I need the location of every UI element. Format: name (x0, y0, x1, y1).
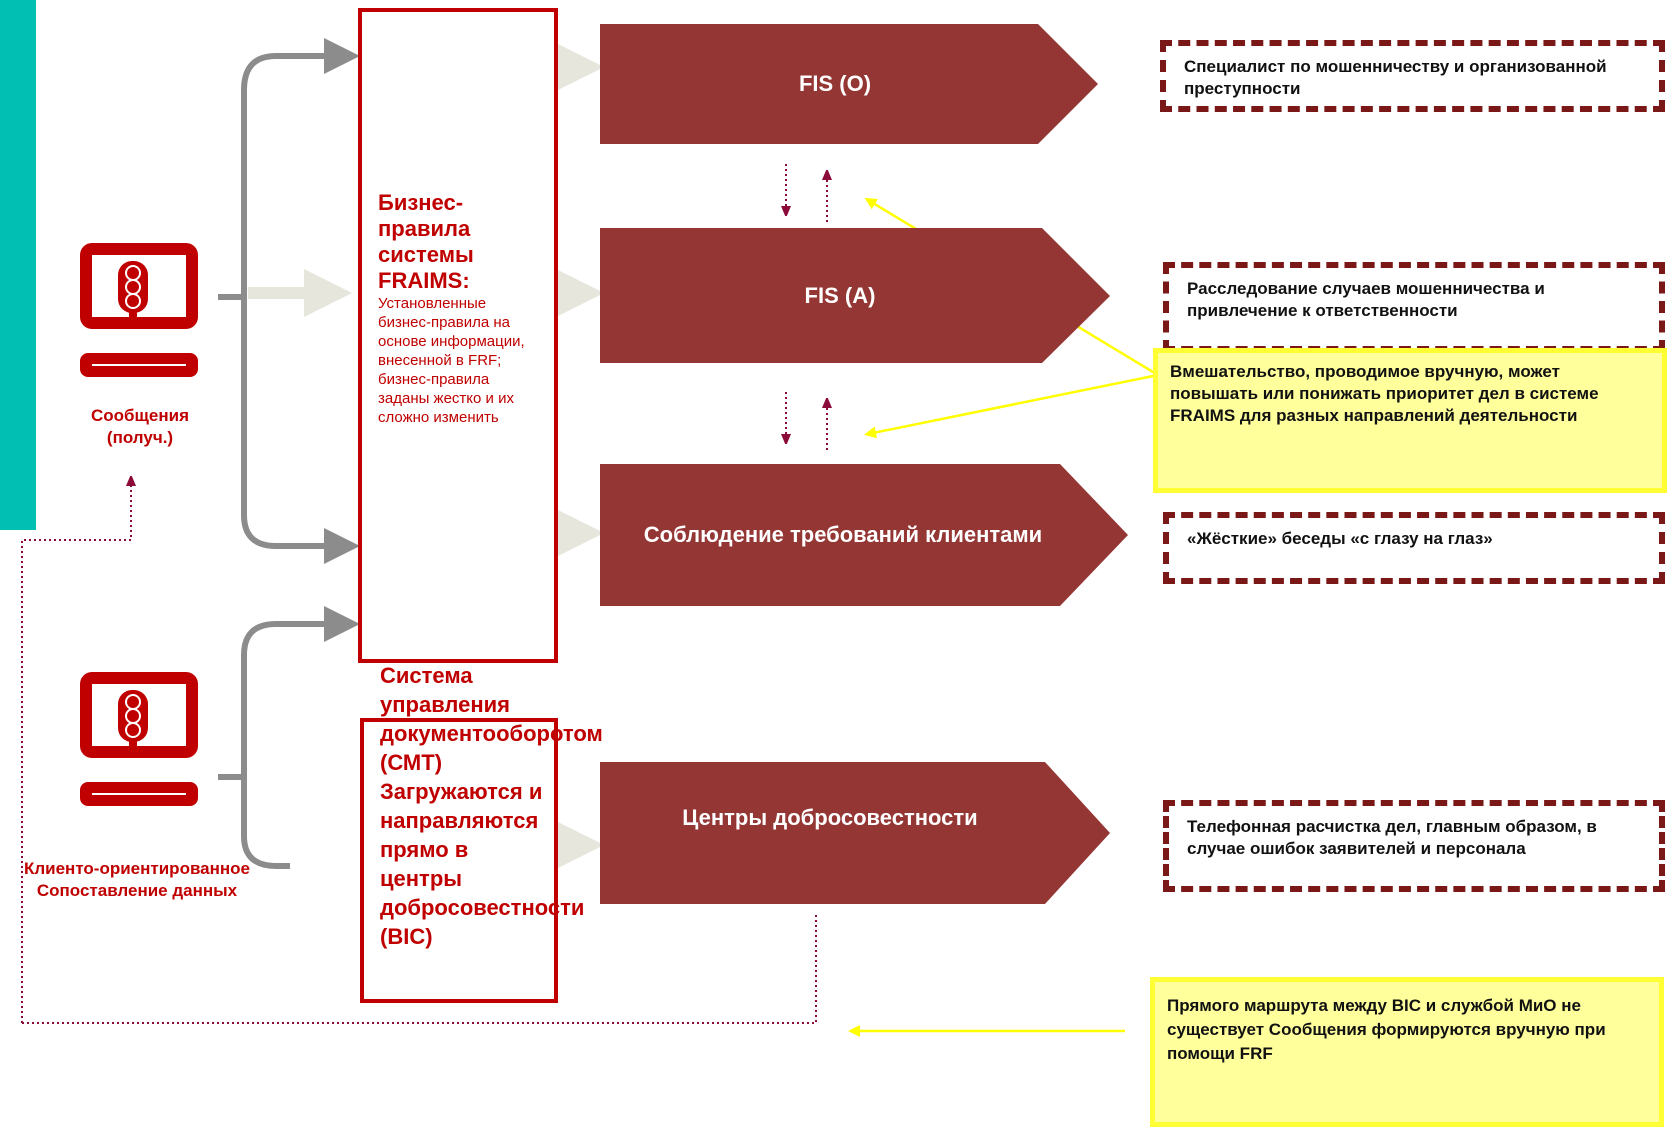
bottom-icon-label-line1: Клиенто-ориентированное (23, 859, 251, 878)
document-management-text: Система управления документооборотом (СМ… (380, 663, 603, 949)
top-icon-label: Сообщения (получ.) (60, 405, 220, 449)
document-management-box (360, 718, 558, 1003)
top-monitor-icon (80, 243, 198, 377)
flow-fis-a: FIS (A) (600, 228, 1112, 363)
business-rules-box: Бизнес-правила системы FRAIMS: Установле… (358, 8, 558, 663)
monitor-traffic-light-icon (80, 672, 198, 806)
bottom-icon-label-line2: Сопоставление данных (36, 881, 238, 900)
flow-fis-a-label: FIS (A) (804, 282, 876, 308)
flow-integrity-centres: Центры добросовестности (600, 762, 1112, 904)
business-rules-body: Установленные бизнес-правила на основе и… (378, 295, 525, 426)
note-manual-intervention: Вмешательство, проводимое вручную, может… (1153, 348, 1667, 493)
note-fraud-specialist: Специалист по мошенничеству и организова… (1160, 40, 1665, 112)
monitor-traffic-light-icon (80, 243, 198, 377)
note-no-direct-route: Прямого маршрута между BIC и службой МиО… (1150, 977, 1664, 1127)
flow-compliance-label: Соблюдение требований клиентами (643, 522, 1043, 547)
flow-compliance: Соблюдение требований клиентами (600, 464, 1130, 606)
note-tough-talks: «Жёсткие» беседы «с глазу на глаз» (1163, 512, 1665, 584)
top-icon-label-line1: Сообщения (91, 406, 189, 425)
bottom-gray-brace (218, 606, 360, 869)
note-phone-clearing: Телефонная расчистка дел, главным образо… (1163, 800, 1665, 892)
bottom-icon-label: Клиенто-ориентированное Сопоставление да… (2, 858, 272, 902)
bottom-monitor-icon (80, 672, 198, 806)
top-icon-label-line2: (получ.) (106, 428, 174, 447)
note-investigation: Расследование случаев мошенничества и пр… (1163, 262, 1665, 352)
teal-side-bar (0, 0, 36, 530)
flow-fis-o: FIS (O) (600, 24, 1100, 144)
top-gray-brace (218, 38, 360, 564)
business-rules-title: Бизнес-правила системы FRAIMS: (378, 190, 474, 293)
flow-fis-o-label: FIS (O) (798, 71, 872, 96)
flow-integrity-label: Центры добросовестности (682, 805, 978, 830)
